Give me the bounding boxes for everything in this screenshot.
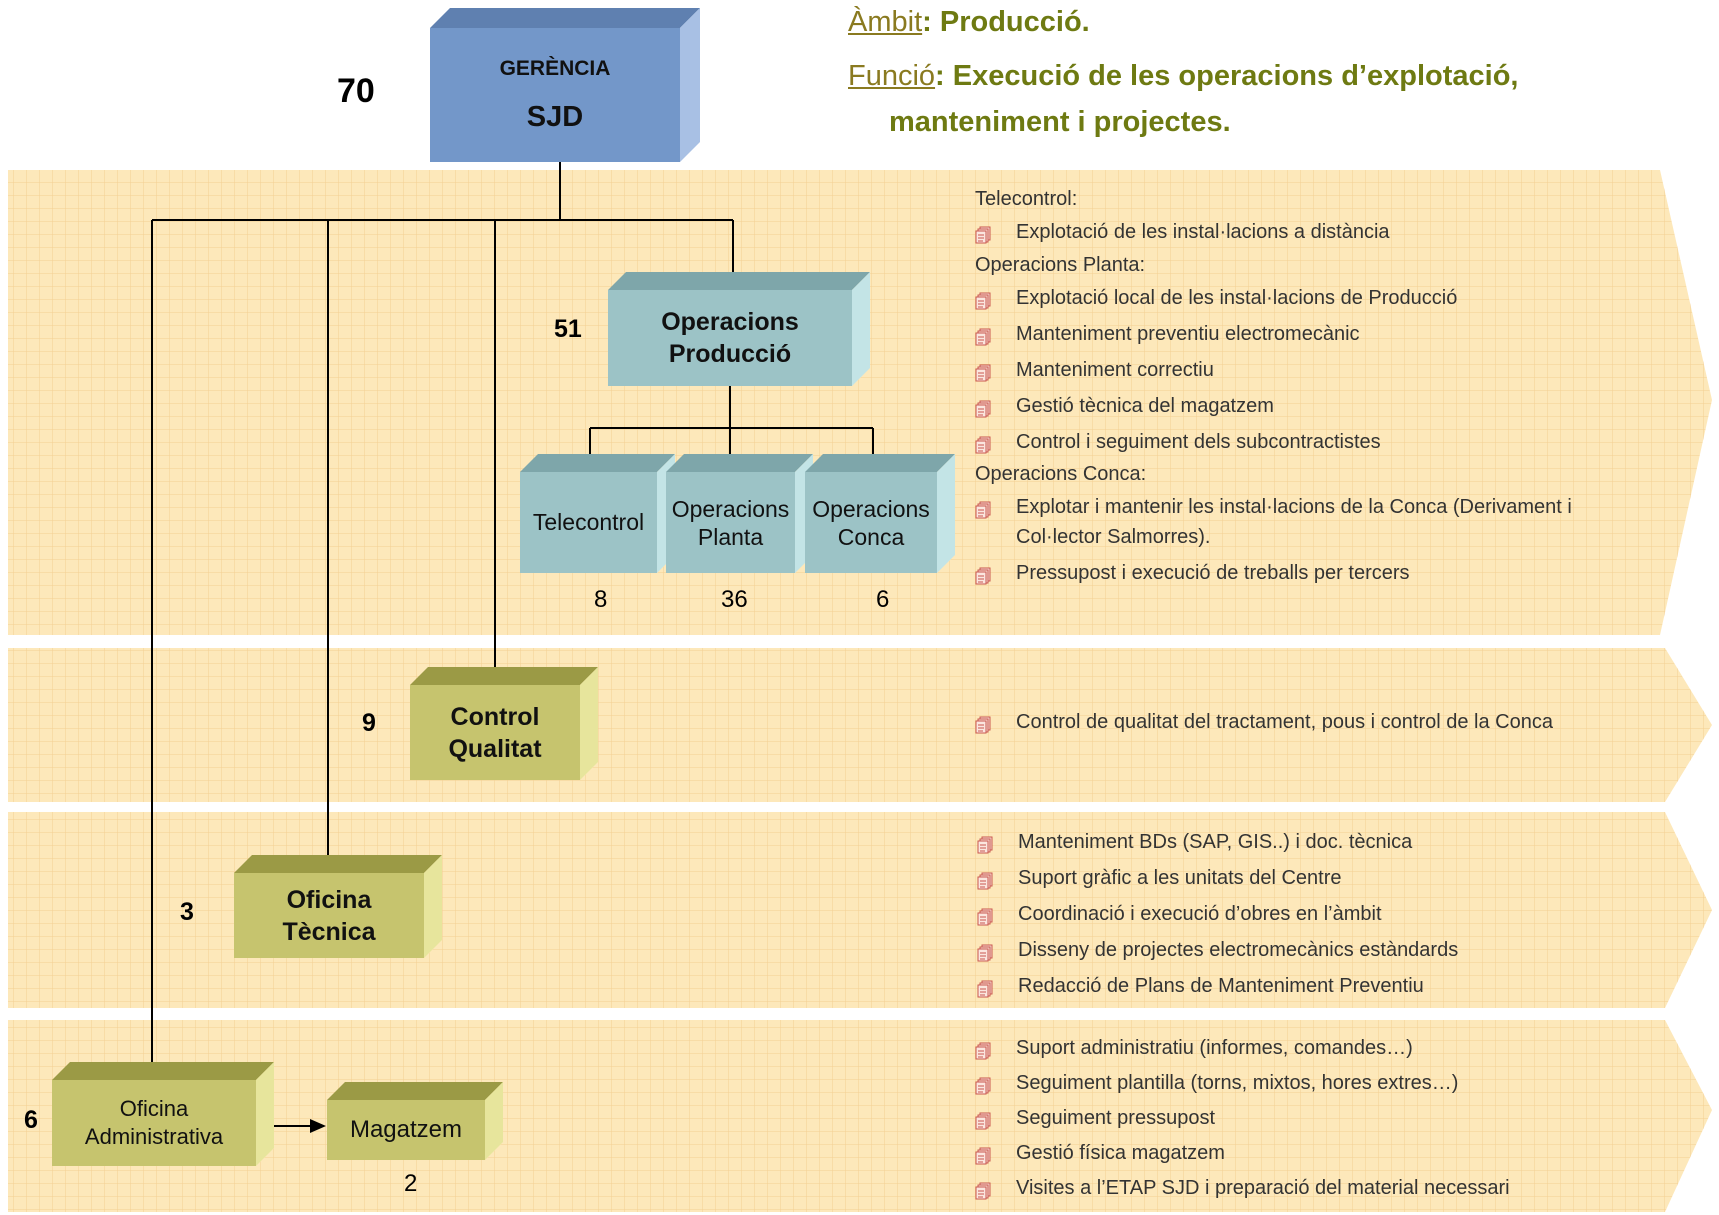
planta-title: Operacions Planta: <box>975 254 1146 276</box>
document-bullet-icon <box>975 397 991 418</box>
function-item: Control i seguiment dels subcontractiste… <box>975 427 1615 457</box>
document-bullet-icon <box>975 361 991 382</box>
control-qualitat-box[interactable]: Control Qualitat <box>410 685 580 780</box>
document-bullet-icon <box>977 833 993 854</box>
function-item: Seguiment plantilla (torns, mixtos, hore… <box>975 1068 1615 1098</box>
band-operacions <box>8 170 1712 635</box>
document-bullet-icon <box>975 564 991 585</box>
control-qualitat-label: Control Qualitat <box>448 702 542 763</box>
operacions-produccio-box[interactable]: Operacions Producció <box>608 290 852 386</box>
function-item: Explotar i mantenir les instal·lacions d… <box>975 492 1615 552</box>
conca-title: Operacions Conca: <box>975 463 1147 485</box>
document-bullet-icon <box>977 905 993 926</box>
ambit-heading: Àmbit: Producció. <box>848 6 1090 39</box>
function-item: Coordinació i execució d’obres en l’àmbi… <box>977 899 1617 929</box>
document-bullet-icon <box>975 713 991 734</box>
document-bullet-icon <box>975 223 991 244</box>
operacions-conca-count: 6 <box>876 586 890 613</box>
function-item: Gestió tècnica del magatzem <box>975 391 1615 421</box>
function-item: Manteniment correctiu <box>975 355 1615 385</box>
oficina-tecnica-box[interactable]: Oficina Tècnica <box>234 873 424 958</box>
ambit-value: : Producció. <box>922 6 1090 38</box>
magatzem-label: Magatzem <box>349 1116 463 1143</box>
document-bullet-icon <box>975 1179 991 1200</box>
magatzem-count: 2 <box>404 1170 418 1197</box>
function-item: Seguiment pressupost <box>975 1103 1615 1133</box>
document-bullet-icon <box>975 1074 991 1095</box>
operacions-conca-box[interactable]: Operacions Conca <box>805 472 937 573</box>
operacions-planta-box[interactable]: Operacions Planta <box>666 472 795 573</box>
document-bullet-icon <box>977 869 993 890</box>
document-bullet-icon <box>975 498 991 519</box>
function-item: Visites a l’ETAP SJD i preparació del ma… <box>975 1173 1615 1203</box>
functions-oficina-administrativa: Suport administratiu (informes, comandes… <box>975 1033 1615 1203</box>
control-qualitat-count: 9 <box>362 709 376 737</box>
funcio-value: : Execució de les operacions d’explotaci… <box>935 60 1519 92</box>
function-item: Manteniment BDs (SAP, GIS..) i doc. tècn… <box>977 827 1617 857</box>
operacions-planta-count: 36 <box>721 586 748 613</box>
functions-oficina-tecnica: Manteniment BDs (SAP, GIS..) i doc. tècn… <box>977 827 1617 1001</box>
funcio-heading: Funció: Execució de les operacions d’exp… <box>848 60 1518 93</box>
oficina-tecnica-count: 3 <box>180 898 194 926</box>
document-bullet-icon <box>975 289 991 310</box>
funcio-value-2: manteniment i projectes. <box>889 106 1231 138</box>
gerencia-box[interactable]: GERÈNCIA SJD <box>430 28 680 162</box>
document-bullet-icon <box>975 325 991 346</box>
oficina-administrativa-count: 6 <box>24 1106 38 1134</box>
gerencia-count: 70 <box>337 72 375 110</box>
function-item: Manteniment preventiu electromecànic <box>975 319 1615 349</box>
operacions-planta-label: Operacions Planta <box>671 495 790 550</box>
function-item: Gestió física magatzem <box>975 1138 1615 1168</box>
document-bullet-icon <box>975 433 991 454</box>
telecontrol-label: Telecontrol <box>532 509 645 535</box>
function-item: Disseny de projectes electromecànics est… <box>977 935 1617 965</box>
function-item: Redacció de Plans de Manteniment Prevent… <box>977 971 1617 1001</box>
functions-operacions: Telecontrol: Explotació de les instal·la… <box>975 182 1615 588</box>
function-item: Explotació de les instal·lacions a distà… <box>975 217 1615 247</box>
oficina-tecnica-label: Oficina Tècnica <box>282 885 376 946</box>
document-bullet-icon <box>977 941 993 962</box>
function-item: Pressupost i execució de treballs per te… <box>975 558 1615 588</box>
funcio-label: Funció <box>848 60 936 92</box>
box-3d-sides <box>52 8 955 1166</box>
operacions-conca-label: Operacions Conca <box>812 495 930 550</box>
gerencia-line1: GERÈNCIA <box>499 56 611 80</box>
function-item: Suport gràfic a les unitats del Centre <box>977 863 1617 893</box>
function-item: Suport administratiu (informes, comandes… <box>975 1033 1615 1063</box>
functions-control-qualitat: Control de qualitat del tractament, pous… <box>975 707 1615 737</box>
funcio-heading-line2: manteniment i projectes. <box>889 106 1231 139</box>
function-item: Control de qualitat del tractament, pous… <box>975 707 1615 737</box>
oficina-administrativa-box[interactable]: Oficina Administrativa <box>52 1080 256 1166</box>
telecontrol-title: Telecontrol: <box>975 188 1078 210</box>
oficina-administrativa-label: Oficina Administrativa <box>84 1096 224 1149</box>
operacions-produccio-label: Operacions Producció <box>661 308 799 368</box>
operacions-produccio-count: 51 <box>554 315 582 343</box>
band-oficina-administrativa <box>8 1020 1712 1212</box>
connector-lines <box>151 150 874 1127</box>
document-bullet-icon <box>975 1039 991 1060</box>
function-item: Explotació local de les instal·lacions d… <box>975 283 1615 313</box>
ambit-label: Àmbit <box>848 6 923 38</box>
magatzem-box[interactable]: Magatzem <box>327 1100 485 1160</box>
document-bullet-icon <box>975 1109 991 1130</box>
telecontrol-box[interactable]: Telecontrol <box>520 472 657 573</box>
telecontrol-count: 8 <box>594 586 608 613</box>
gerencia-line2: SJD <box>526 100 584 133</box>
document-bullet-icon <box>975 1144 991 1165</box>
document-bullet-icon <box>977 977 993 998</box>
